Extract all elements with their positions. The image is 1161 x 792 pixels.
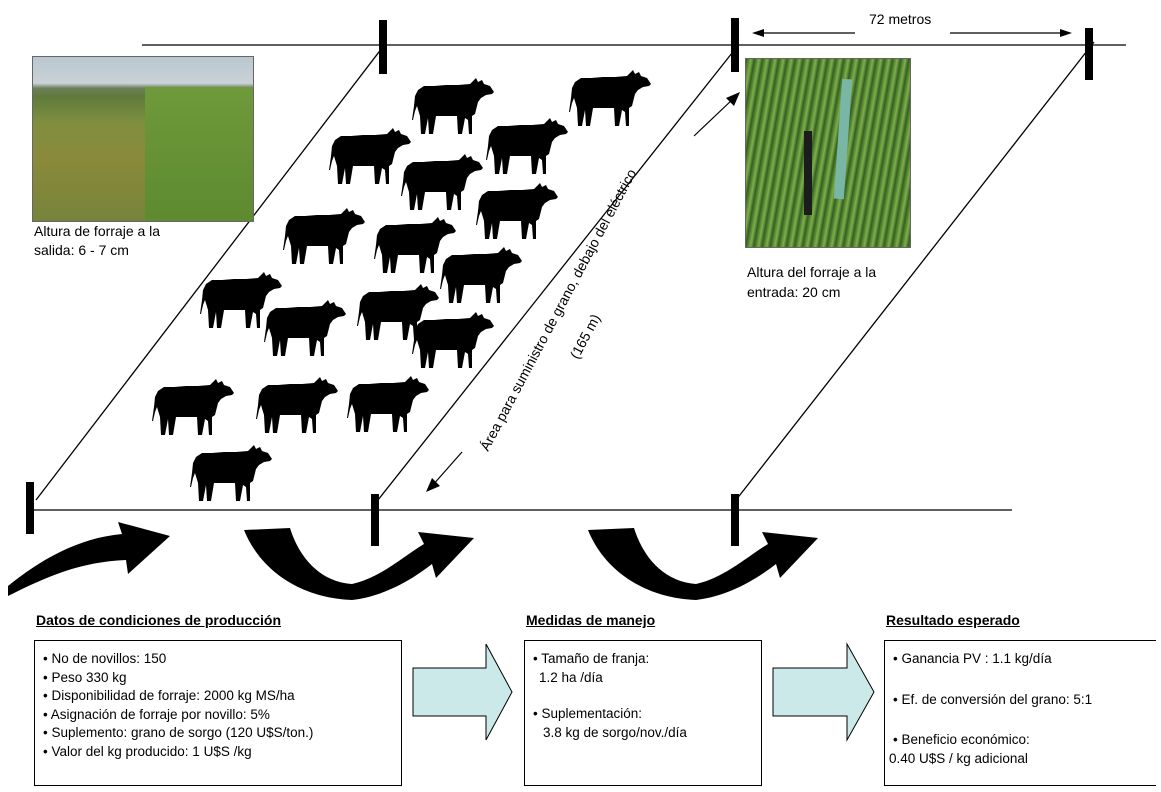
cow-icon [476,183,558,239]
strip-right-edge [735,41,1095,501]
entry-pasture-photo [745,58,911,248]
strip-size-label: • Tamaño de franja: [533,651,650,666]
rotation-arrow-up-icon [8,522,170,596]
fence-post [731,18,739,72]
benefit-label: • Beneficio económico: [893,732,1030,747]
list-item: • Suplementación: 3.8 kg de sorgo/nov./d… [533,705,761,742]
list-item: • Ef. de conversión del grano: 5:1 [893,691,1093,707]
flow-arrow-to-results [772,642,875,742]
list-item: • Tamaño de franja: 1.2 ha /día [533,650,761,687]
list-item: • No de novillos: 150 [43,651,167,666]
conditions-section-title: Datos de condiciones de producción [36,612,282,628]
feeding-arrow-lower-line [431,451,463,487]
fence-post [26,482,34,534]
grass-strip [145,87,253,221]
supplement-label: • Suplementación: [533,706,643,721]
dimension-arrowhead-left [752,29,764,37]
list-item: • Valor del kg producido: 1 U$S /kg [43,743,252,759]
list-item: • Disponibilidad de forraje: 2000 kg MS/… [43,688,295,703]
exit-forage-caption-line2: salida: 6 - 7 cm [34,242,129,258]
entry-forage-caption-line1: Altura del forraje a la [747,264,877,280]
conditions-list: • No de novillos: 150 • Peso 330 kg • Di… [43,650,401,761]
cow-icon [283,208,365,264]
measuring-stick [833,78,853,200]
measuring-stake [804,131,812,215]
strip-middle-edge [377,47,737,501]
results-box: • Ganancia PV : 1.1 kg/día • Ef. de conv… [884,640,1156,786]
cow-icon [440,247,522,303]
fence-post [1085,28,1093,80]
results-section-title: Resultado esperado [886,612,1020,628]
feeding-arrow-upper-line [693,97,735,137]
cow-icon [347,376,429,432]
management-list: • Tamaño de franja: 1.2 ha /día • Suplem… [533,650,761,742]
feeding-area-length: (165 m) [567,311,604,361]
cow-icon [412,312,494,368]
rotation-arrow-down-icon [588,528,696,600]
cow-icon [256,377,338,433]
management-section-title: Medidas de manejo [526,612,656,628]
cow-icon [486,118,568,174]
exit-pasture-photo [32,56,254,222]
list-item: • Peso 330 kg [43,669,127,685]
strip-left-edge [35,47,383,501]
fence-post [371,494,379,546]
dimension-arrowhead-right [1060,29,1072,37]
cow-icon [401,154,483,210]
cow-icon [264,300,346,356]
results-list: • Ganancia PV : 1.1 kg/día • Ef. de conv… [889,650,1156,768]
list-item: • Asignación de forraje por novillo: 5% [43,706,270,722]
entry-forage-caption-line2: entrada: 20 cm [747,284,841,300]
benefit-value: 0.40 U$S / kg adicional [889,750,1028,766]
list-item: • Beneficio económico: 0.40 U$S / kg adi… [889,731,1156,768]
exit-forage-caption-line1: Altura de forraje a la [34,223,161,239]
strip-width-label: 72 metros [869,11,932,27]
fence-post [731,494,739,546]
list-item: • Ganancia PV : 1.1 kg/día [893,651,1052,666]
cow-icon [412,78,494,134]
cow-icon [152,379,234,435]
cow-icon [569,70,651,126]
strip-size-value: 1.2 ha /día [539,669,603,685]
management-box: • Tamaño de franja: 1.2 ha /día • Suplem… [524,640,762,786]
feeding-arrowhead-up [726,92,740,106]
supplement-value: 3.8 kg de sorgo/nov./día [543,724,687,740]
rotation-arrow-up-icon [696,532,818,600]
list-item: • Suplemento: grano de sorgo (120 U$S/to… [43,725,314,740]
conditions-box: • No de novillos: 150 • Peso 330 kg • Di… [34,640,402,786]
flow-arrow-to-management [412,643,513,741]
fence-post [379,20,387,74]
cow-icon [190,445,272,501]
rotation-arrow-up-icon [352,532,474,600]
rotation-arrow-down-icon [244,528,352,600]
feeding-arrowhead-down [426,478,440,492]
cow-icon [329,128,411,184]
